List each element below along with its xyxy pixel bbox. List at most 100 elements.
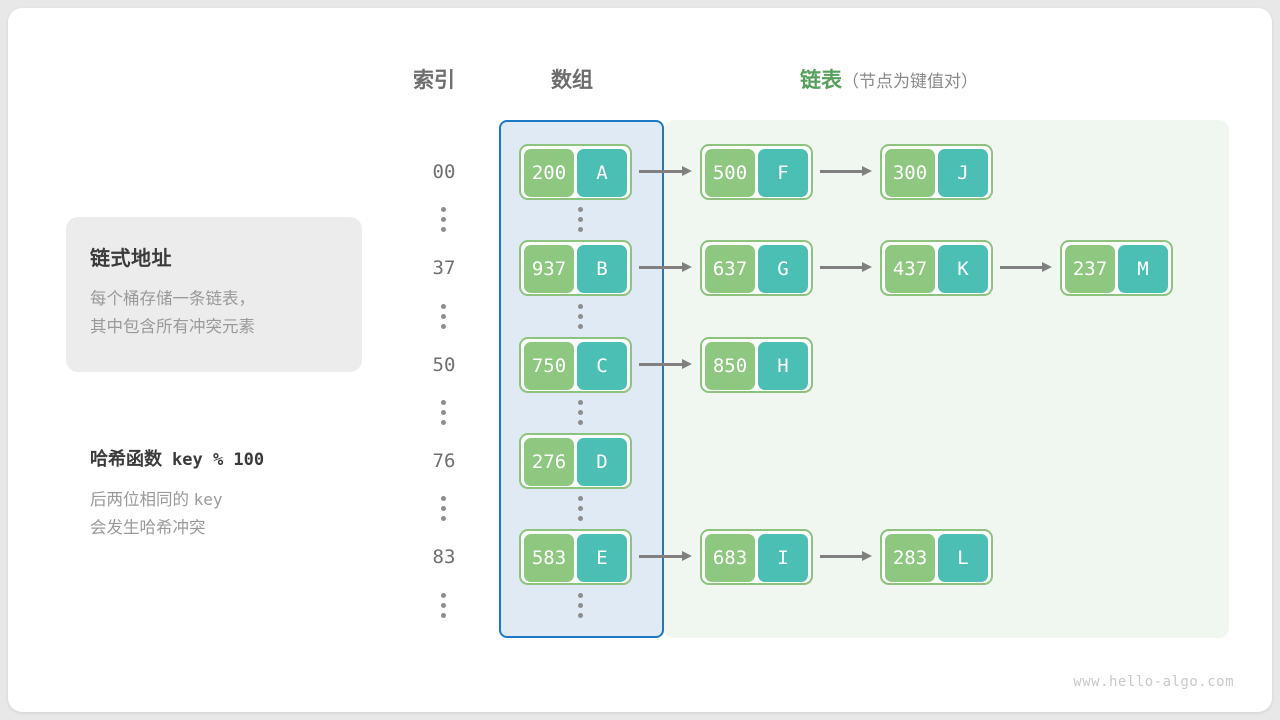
node-value: B [577, 245, 627, 293]
linkedlist-label: 链表 [800, 69, 842, 92]
arrow-shaft [639, 266, 683, 269]
ellipsis-dot [441, 400, 446, 405]
arrow-head [682, 166, 692, 176]
ellipsis-dot [578, 227, 583, 232]
index-ellipsis-0 [441, 207, 447, 232]
ellipsis-dot [441, 304, 446, 309]
arrow-shaft [820, 266, 863, 269]
index-ellipsis-2 [441, 400, 447, 425]
ellipsis-dot [578, 613, 583, 618]
column-heading-index: 索引 [413, 69, 455, 92]
arrow-shaft [1000, 266, 1043, 269]
ellipsis-dot [441, 506, 446, 511]
arrow-head [862, 262, 872, 272]
arrow-shaft [639, 363, 683, 366]
hash-function-formula: key % 100 [172, 450, 265, 470]
arrow-head [682, 359, 692, 369]
node-value: A [577, 149, 627, 197]
node-key: 200 [524, 149, 574, 197]
index-label-37: 37 [432, 257, 456, 279]
arrow-head [862, 166, 872, 176]
ellipsis-dot [441, 314, 446, 319]
ellipsis-dot [441, 593, 446, 598]
info-card-body: 每个桶存储一条链表， 其中包含所有冲突元素 [90, 285, 255, 341]
ellipsis-dot [578, 410, 583, 415]
ellipsis-dot [578, 207, 583, 212]
node-value: H [758, 342, 808, 390]
column-heading-array: 数组 [551, 69, 593, 92]
ellipsis-dot [578, 420, 583, 425]
link-arrow-1-0 [639, 262, 692, 274]
node-key: 283 [885, 534, 935, 582]
node-key: 850 [705, 342, 755, 390]
arrow-shaft [639, 170, 683, 173]
node-key: 937 [524, 245, 574, 293]
node-key: 683 [705, 534, 755, 582]
node-key: 637 [705, 245, 755, 293]
hash-note-line-1: 后两位相同的 key [90, 486, 223, 514]
ellipsis-dot [441, 217, 446, 222]
hash-function-body: 后两位相同的 key 会发生哈希冲突 [90, 486, 223, 542]
info-card-line-2: 其中包含所有冲突元素 [90, 318, 255, 336]
ellipsis-dot [441, 613, 446, 618]
ellipsis-dot [578, 506, 583, 511]
link-arrow-4-0 [639, 551, 692, 563]
node-key: 583 [524, 534, 574, 582]
index-label-50: 50 [432, 354, 456, 376]
ellipsis-dot [578, 217, 583, 222]
arrow-head [682, 262, 692, 272]
link-arrow-0-1 [820, 166, 872, 178]
hash-function-title: 哈希函数 key % 100 [90, 445, 264, 471]
link-arrow-1-2 [1000, 262, 1052, 274]
ellipsis-dot [441, 516, 446, 521]
node-value: C [577, 342, 627, 390]
node-key: 300 [885, 149, 935, 197]
ellipsis-dot [441, 603, 446, 608]
node-value: K [938, 245, 988, 293]
ellipsis-dot [578, 496, 583, 501]
node-key: 750 [524, 342, 574, 390]
index-ellipsis-4 [441, 593, 447, 618]
arrow-shaft [639, 555, 683, 558]
ellipsis-dot [578, 603, 583, 608]
node-key: 500 [705, 149, 755, 197]
ellipsis-dot [441, 496, 446, 501]
index-label-76: 76 [432, 450, 456, 472]
node-value: M [1118, 245, 1168, 293]
link-arrow-2-0 [639, 359, 692, 371]
index-ellipsis-3 [441, 496, 447, 521]
array-ellipsis-4 [578, 593, 584, 618]
ellipsis-dot [578, 304, 583, 309]
arrow-head [862, 551, 872, 561]
node-value: I [758, 534, 808, 582]
link-arrow-4-1 [820, 551, 872, 563]
ellipsis-dot [441, 420, 446, 425]
node-value: L [938, 534, 988, 582]
node-key: 237 [1065, 245, 1115, 293]
array-ellipsis-1 [578, 304, 584, 329]
ellipsis-dot [578, 324, 583, 329]
info-card [66, 217, 362, 372]
ellipsis-dot [578, 314, 583, 319]
ellipsis-dot [441, 410, 446, 415]
node-key: 276 [524, 438, 574, 486]
hash-note-line-2: 会发生哈希冲突 [90, 519, 206, 537]
arrow-shaft [820, 555, 863, 558]
index-label-00: 00 [432, 161, 456, 183]
index-ellipsis-1 [441, 304, 447, 329]
link-arrow-0-0 [639, 166, 692, 178]
array-ellipsis-0 [578, 207, 584, 232]
